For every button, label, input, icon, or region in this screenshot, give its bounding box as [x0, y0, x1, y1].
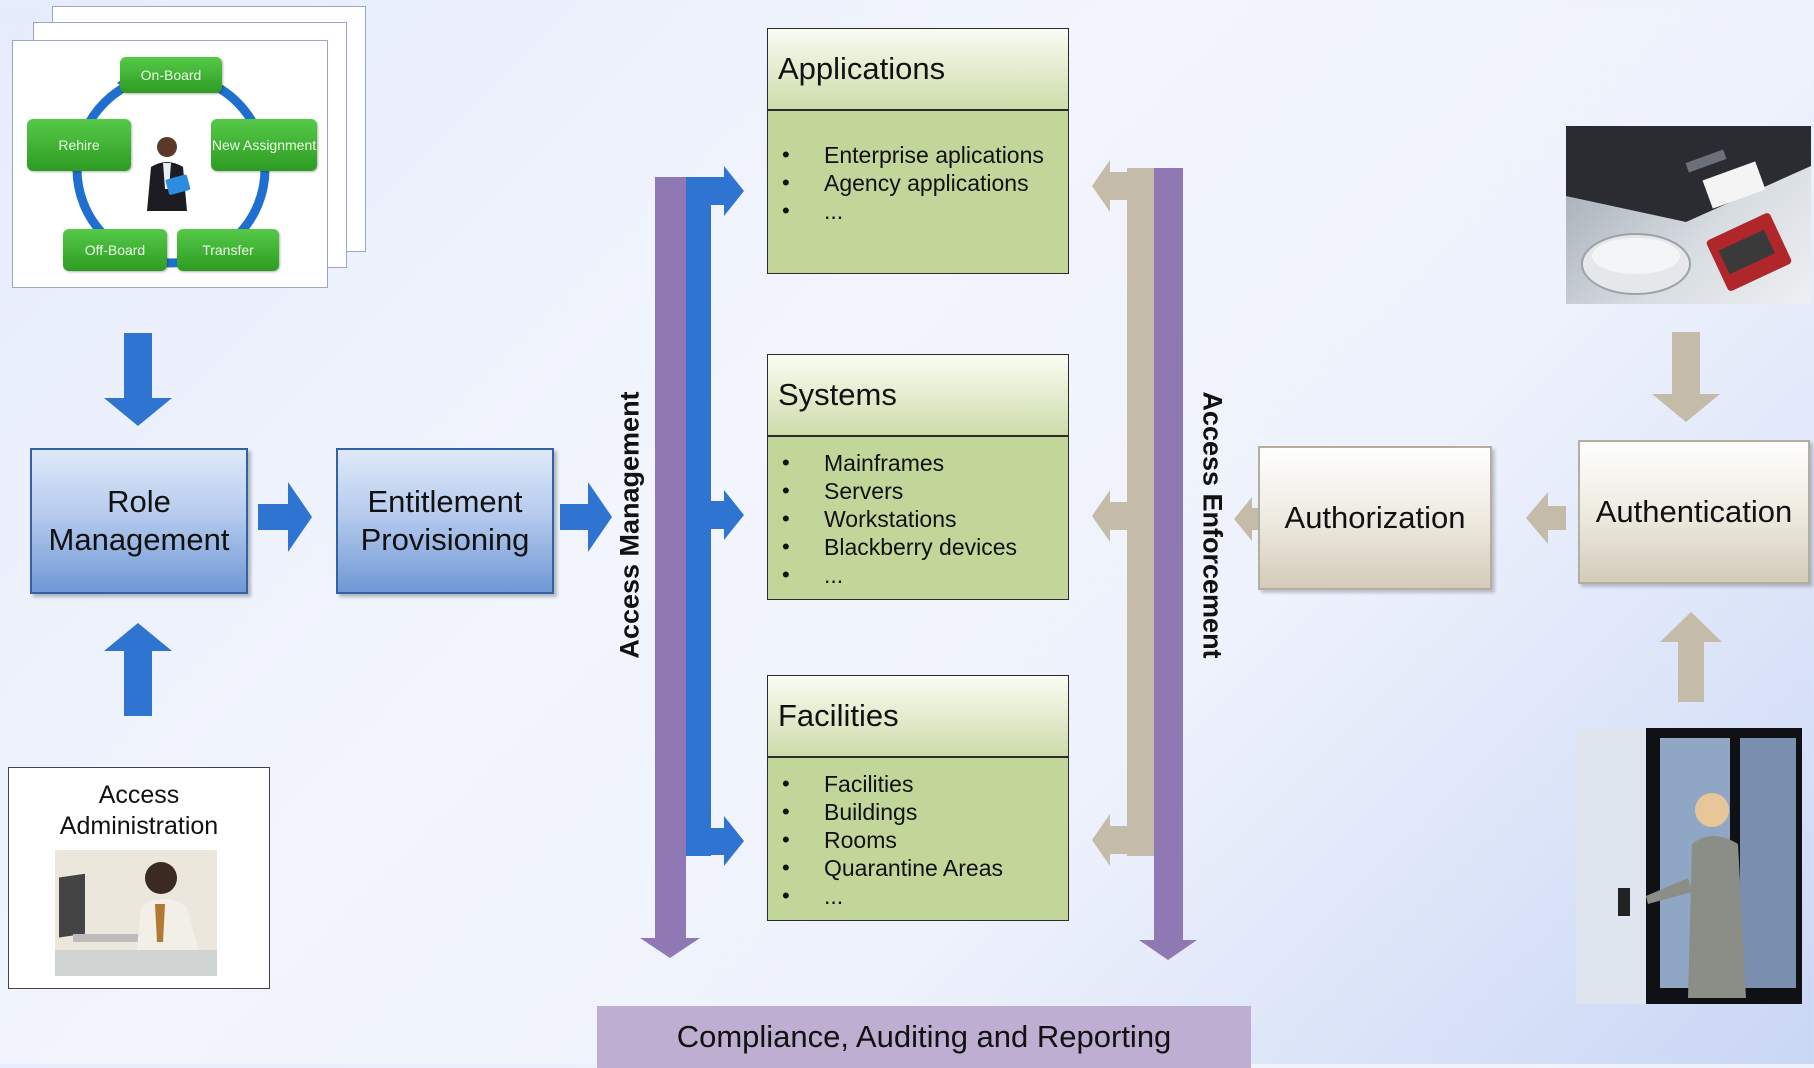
list-item: ...: [782, 882, 1068, 910]
tan-arrow-facilities: [1092, 814, 1127, 866]
authorization-box: Authorization: [1258, 446, 1492, 590]
arrow-role-to-entitlement: [258, 482, 312, 552]
tan-arrow-systems: [1092, 490, 1127, 542]
tan-bracket-spine: [1127, 168, 1154, 856]
arrow-door-to-authentication: [1660, 612, 1722, 702]
list-item: ...: [782, 197, 1068, 225]
facilities-list: Facilities Buildings Rooms Quarantine Ar…: [768, 758, 1068, 910]
list-item: Enterprise aplications: [782, 141, 1068, 169]
stage-transfer: Transfer: [177, 229, 279, 271]
systems-title: Systems: [768, 355, 1068, 437]
laptop-user-icon: [55, 850, 217, 976]
arrow-authorization-to-enforcement: [1234, 497, 1262, 541]
stage-new-assignment: New Assignment: [211, 119, 317, 171]
arrow-admin-to-role: [104, 623, 172, 716]
compliance-banner: Compliance, Auditing and Reporting: [597, 1006, 1251, 1068]
applications-title: Applications: [768, 29, 1068, 111]
role-management-box: Role Management: [30, 448, 248, 594]
tan-arrow-applications: [1092, 160, 1127, 212]
access-management-bar: [640, 177, 700, 958]
card-reader-icon: [1566, 126, 1811, 295]
list-item: Quarantine Areas: [782, 854, 1068, 882]
stage-onboard: On-Board: [120, 57, 222, 93]
arrow-authentication-to-authorization: [1526, 492, 1566, 544]
facilities-title: Facilities: [768, 676, 1068, 758]
stage-rehire: Rehire: [27, 119, 131, 171]
list-item: Agency applications: [782, 169, 1068, 197]
applications-card: Applications Enterprise aplications Agen…: [767, 28, 1069, 274]
person-icon: [147, 137, 191, 211]
arrow-reader-to-authentication: [1652, 332, 1720, 422]
arrow-to-systems: [711, 490, 744, 540]
list-item: ...: [782, 561, 1068, 589]
access-administration-label: Access Administration: [59, 781, 219, 840]
badge-access-icon: [1576, 728, 1802, 1004]
access-enforcement-bar: [1139, 168, 1197, 960]
access-management-label: Access Management: [614, 391, 645, 659]
arrow-lifecycle-to-role: [104, 333, 172, 426]
lifecycle-slide: On-Board New Assignment Transfer Off-Boa…: [12, 40, 328, 288]
blue-bracket-spine: [686, 177, 711, 856]
list-item: Facilities: [782, 770, 1068, 798]
arrow-to-applications: [711, 166, 744, 216]
admin-at-laptop-photo: [55, 850, 217, 976]
facilities-card: Facilities Facilities Buildings Rooms Qu…: [767, 675, 1069, 921]
systems-card: Systems Mainframes Servers Workstations …: [767, 354, 1069, 600]
list-item: Rooms: [782, 826, 1068, 854]
applications-list: Enterprise aplications Agency applicatio…: [768, 111, 1068, 225]
entitlement-provisioning-box: Entitlement Provisioning: [336, 448, 554, 594]
list-item: Workstations: [782, 505, 1068, 533]
door-badge-access-photo: [1576, 728, 1802, 1004]
systems-list: Mainframes Servers Workstations Blackber…: [768, 437, 1068, 589]
stage-offboard: Off-Board: [63, 229, 167, 271]
arrow-entitlement-to-access-mgmt: [560, 482, 612, 552]
arrow-to-facilities: [711, 816, 744, 866]
list-item: Servers: [782, 477, 1068, 505]
smart-card-reader-photo: [1566, 126, 1811, 304]
access-administration-box: Access Administration: [8, 767, 270, 989]
list-item: Blackberry devices: [782, 533, 1068, 561]
authentication-box: Authentication: [1578, 440, 1810, 584]
list-item: Mainframes: [782, 449, 1068, 477]
access-enforcement-label: Access Enforcement: [1197, 391, 1228, 659]
list-item: Buildings: [782, 798, 1068, 826]
